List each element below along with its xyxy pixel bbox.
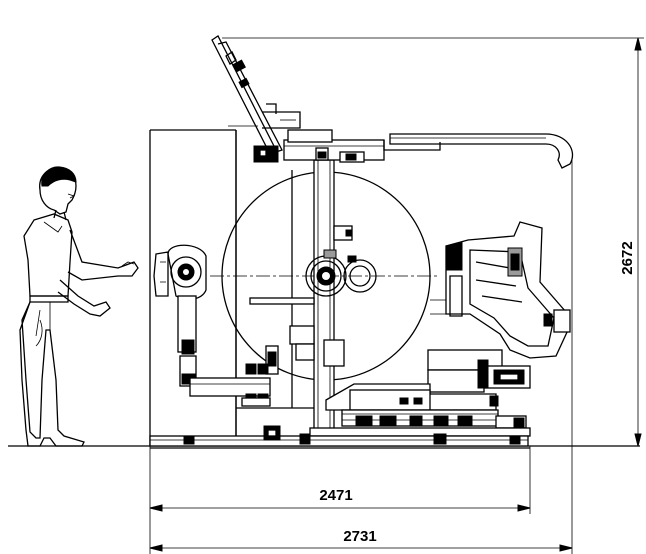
- outer-width-label: 2731: [343, 528, 376, 545]
- top-tilted-arm: [211, 35, 301, 163]
- human-scale-figure: [19, 166, 139, 447]
- inner-width-label: 2471: [319, 487, 352, 504]
- top-crossbar: [283, 129, 574, 169]
- height-dimension: 2672: [222, 37, 644, 447]
- base-carriage: [149, 383, 531, 447]
- outer-width-dimension: 2731: [149, 160, 573, 554]
- inner-width-dimension: 2471: [149, 446, 531, 554]
- height-dimension-label: 2672: [619, 241, 636, 274]
- right-head-assembly: [430, 221, 571, 359]
- right-drive-unit: [427, 349, 531, 393]
- central-hub: [305, 249, 377, 297]
- left-applicator-arm: [153, 244, 271, 407]
- mid-horizontal-bar: [249, 297, 315, 305]
